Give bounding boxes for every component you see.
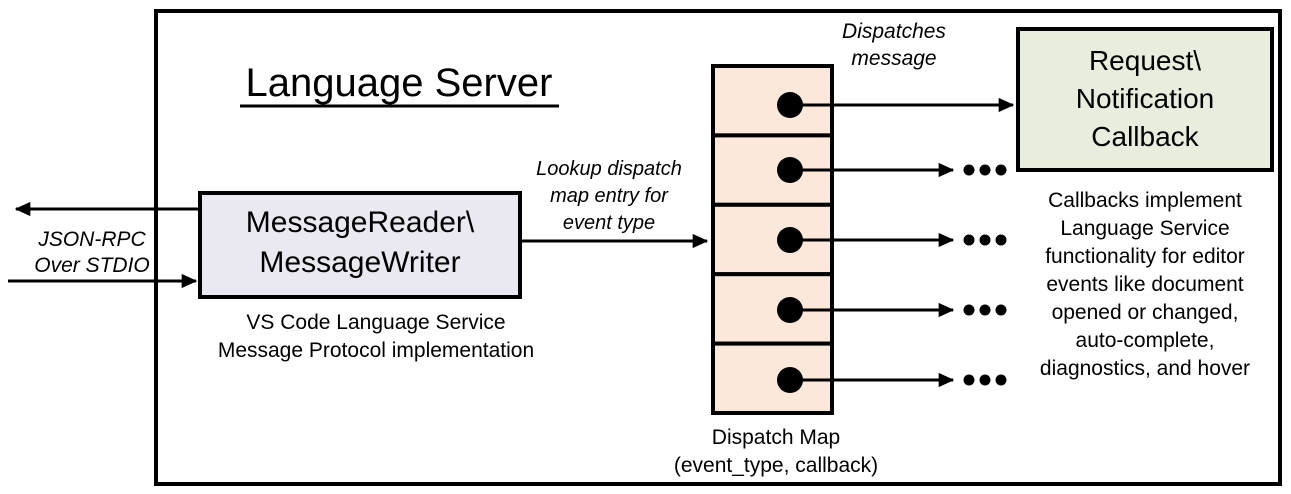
callback-note-line: Language Service <box>1060 217 1229 240</box>
lookup-dispatch-label-line3: event type <box>563 212 655 234</box>
message-box-caption-line1: VS Code Language Service <box>246 311 505 334</box>
dispatches-message-label-line2: message <box>851 47 936 70</box>
request-notification-callback-box <box>1016 27 1274 172</box>
callback-note-line: diagnostics, and hover <box>1040 357 1250 380</box>
lookup-dispatch-label-line2: map entry for <box>550 185 669 207</box>
dispatch-map-row <box>711 341 834 416</box>
callback-note-line: opened or changed, <box>1052 301 1239 324</box>
callback-box-label-line1: Request\ <box>1089 45 1201 76</box>
callback-box-label-line2: Notification <box>1076 83 1215 114</box>
jsonrpc-transport-label-line2: Over STDIO <box>34 254 150 277</box>
message-reader-writer-label-line1: MessageReader\ <box>246 206 475 239</box>
callback-note-line: functionality for editor <box>1045 245 1245 268</box>
message-reader-writer-label-line2: MessageWriter <box>259 246 460 279</box>
dispatch-map-row <box>711 64 834 138</box>
callback-ellipsis <box>963 374 1007 386</box>
dispatches-message-label-line1: Dispatches <box>842 20 946 43</box>
language-server-boundary <box>154 9 1282 486</box>
callback-note-line: Callbacks implement <box>1048 189 1242 212</box>
callback-ellipsis <box>963 164 1007 176</box>
lookup-dispatch-label-line1: Lookup dispatch <box>536 158 682 180</box>
callback-note-line: events like document <box>1046 273 1243 296</box>
callback-ellipsis <box>963 234 1007 246</box>
message-reader-writer-box <box>198 191 522 299</box>
callback-box-label-line3: Callback <box>1091 121 1199 152</box>
jsonrpc-transport-label: JSON-RPC <box>37 228 146 251</box>
callback-note-line: auto-complete, <box>1076 329 1215 352</box>
page-title: Language Server <box>246 61 553 105</box>
callback-ellipsis <box>963 304 1007 316</box>
message-box-caption-line2: Message Protocol implementation <box>218 339 534 362</box>
dispatch-map-caption-line1: Dispatch Map <box>712 426 840 449</box>
dispatch-map-caption-line2: (event_type, callback) <box>674 454 878 477</box>
